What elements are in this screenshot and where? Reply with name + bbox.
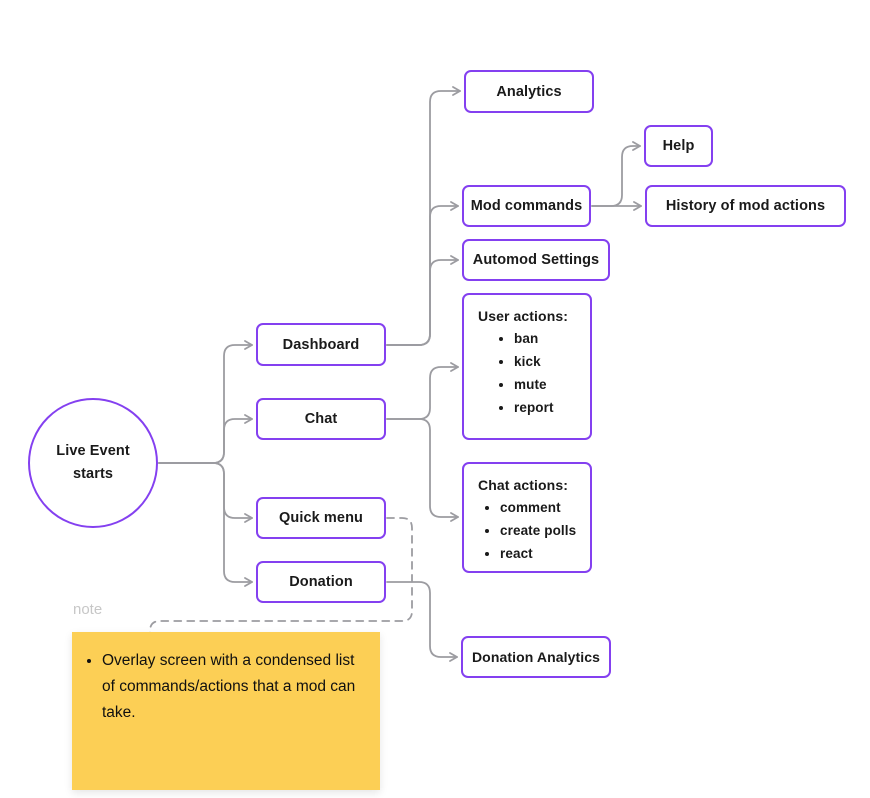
list-item: report [514,400,554,415]
list-item: create polls [500,523,576,538]
node-dashboard[interactable]: Dashboard [256,323,386,366]
node-analytics[interactable]: Analytics [464,70,594,113]
list-item: kick [514,354,554,369]
node-donation[interactable]: Donation [256,561,386,603]
node-user-actions[interactable]: User actions: ban kick mute report [462,293,592,440]
user-actions-title: User actions: [478,308,568,324]
node-help-label: Help [662,138,695,154]
node-history-of-mod-actions-label: History of mod actions [665,198,826,214]
edge-donation-donation-analytics [386,581,458,662]
node-quick-menu[interactable]: Quick menu [256,497,386,539]
node-donation-label: Donation [289,574,353,590]
chat-actions-title: Chat actions: [478,477,568,493]
edge-dashboard-mod-commands [386,201,459,346]
list-item: mute [514,377,554,392]
sticky-note-text: Overlay screen with a condensed list of … [102,648,366,726]
node-donation-analytics-label: Donation Analytics [471,649,601,665]
edge-dashboard-analytics [386,86,461,346]
node-live-event-starts[interactable]: Live Event starts [28,398,158,528]
node-live-event-starts-label: Live Event starts [56,442,130,482]
list-item: ban [514,331,554,346]
node-dashboard-label: Dashboard [282,336,360,353]
sticky-note[interactable]: Overlay screen with a condensed list of … [72,632,380,790]
node-analytics-label: Analytics [496,83,562,100]
edge-live-event-chat [158,414,253,464]
node-chat[interactable]: Chat [256,398,386,440]
sticky-note-list: Overlay screen with a condensed list of … [72,648,380,726]
edge-dashboard-automod-settings [386,255,459,346]
edge-live-event-quick-menu [158,462,253,523]
node-automod-settings-label: Automod Settings [472,252,600,268]
edge-chat-chat-actions [386,418,459,522]
node-mod-commands-label: Mod commands [470,198,583,214]
edge-live-event-donation [158,462,253,587]
node-mod-commands[interactable]: Mod commands [462,185,591,227]
node-quick-menu-label: Quick menu [279,510,363,526]
edge-live-event-dashboard [158,340,253,464]
list-item: comment [500,500,576,515]
edge-chat-user-actions [386,362,459,420]
node-automod-settings[interactable]: Automod Settings [462,239,610,281]
list-item: react [500,546,576,561]
node-chat-actions[interactable]: Chat actions: comment create polls react [462,462,592,573]
node-chat-label: Chat [304,411,338,427]
node-history-of-mod-actions[interactable]: History of mod actions [645,185,846,227]
note-label: note [73,601,103,618]
node-donation-analytics[interactable]: Donation Analytics [461,636,611,678]
edge-mod-commands-help [591,141,641,207]
node-help[interactable]: Help [644,125,713,167]
chat-actions-list: comment create polls react [478,500,576,569]
user-actions-list: ban kick mute report [478,331,554,423]
